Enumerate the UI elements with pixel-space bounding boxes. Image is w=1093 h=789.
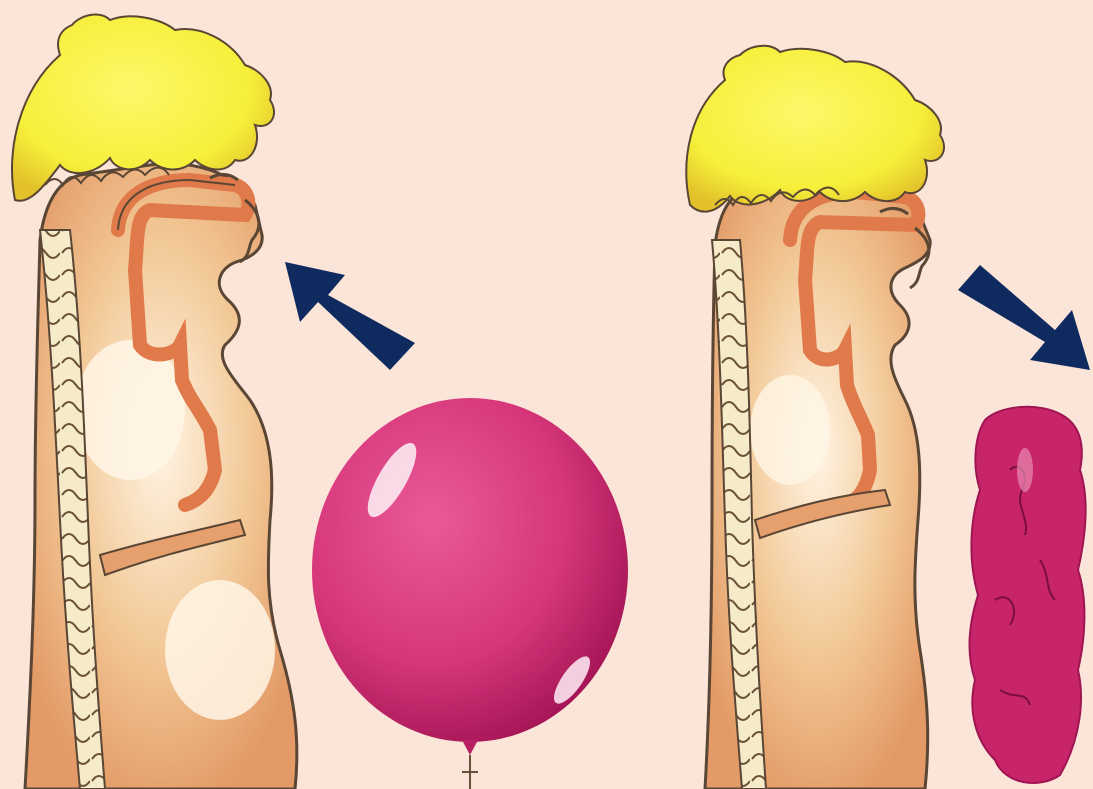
exhale-arrow-icon (958, 265, 1090, 370)
belly-highlight (165, 580, 275, 720)
person-inhaling-icon (12, 15, 297, 789)
deflated-balloon-icon (969, 407, 1085, 783)
inflated-balloon-icon (312, 398, 628, 789)
inhale-arrow-icon (285, 262, 415, 370)
lung-highlight-right (750, 375, 830, 485)
person-exhaling-icon (686, 46, 944, 789)
hair-right (686, 46, 944, 212)
lung-highlight (75, 340, 185, 480)
